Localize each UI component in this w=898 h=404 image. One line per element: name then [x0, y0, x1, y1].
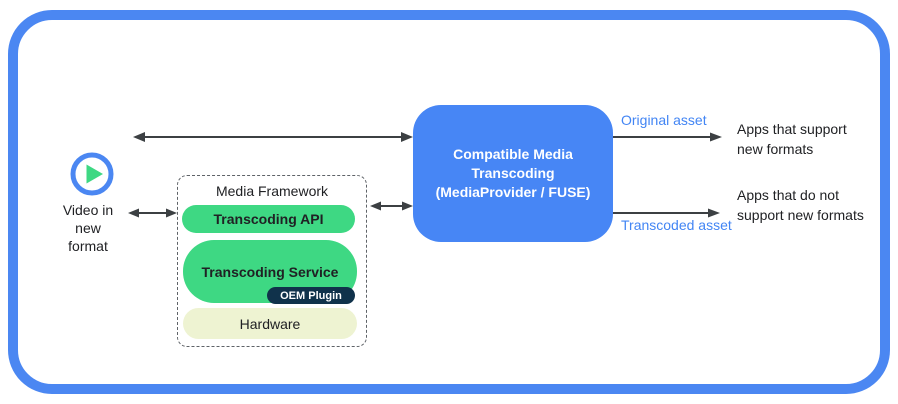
transcoded-asset-label: Transcoded asset	[621, 217, 732, 233]
arrow-framework-transcoder	[370, 201, 413, 211]
source-label: Video in new format	[62, 202, 114, 254]
original-asset-label: Original asset	[621, 112, 707, 128]
play-icon	[70, 152, 114, 196]
media-framework-title: Media Framework	[215, 183, 329, 199]
apps-no-support-label: Apps that do not support new formats	[737, 187, 864, 223]
arrow-original-asset	[613, 132, 722, 142]
compatible-media-transcoding-node: Compatible Media Transcoding (MediaProvi…	[413, 105, 613, 242]
arrow-transcoded-asset	[613, 208, 720, 218]
oem-plugin-pill: OEM Plugin	[267, 287, 355, 304]
arrow-source-transcoder	[133, 132, 413, 142]
transcoding-api-pill: Transcoding API	[182, 205, 355, 233]
hardware-pill: Hardware	[183, 308, 357, 339]
apps-support-label: Apps that support new formats	[737, 121, 847, 157]
arrow-source-framework	[128, 208, 177, 218]
